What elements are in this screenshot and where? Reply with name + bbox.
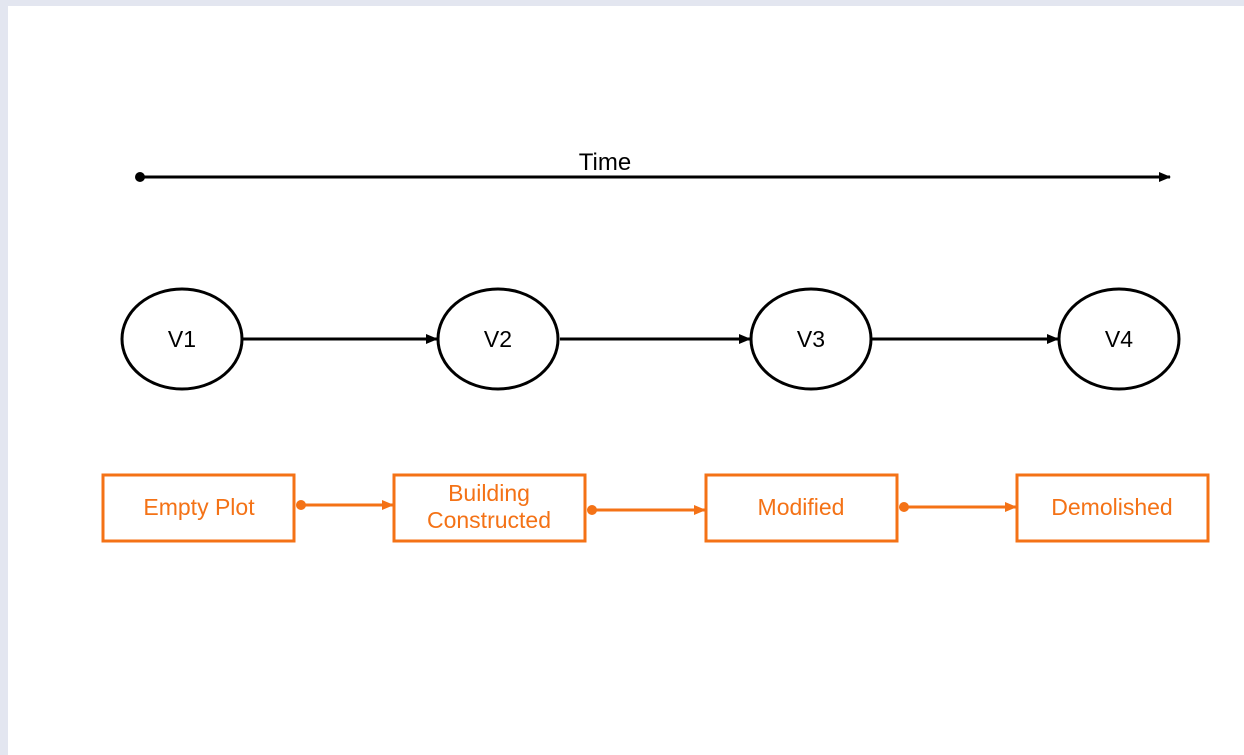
state-box-frame xyxy=(704,473,899,543)
state-box-frame xyxy=(392,473,587,543)
state-box-label: Empty Plot xyxy=(143,494,255,520)
version-node-ellipse xyxy=(120,287,244,391)
version-node-ellipse xyxy=(436,287,560,391)
version-node-v1: V1 xyxy=(120,287,244,391)
state-box-frame xyxy=(101,473,296,543)
version-node-ellipse xyxy=(1057,287,1181,391)
state-box-modified: Modified xyxy=(704,473,899,543)
version-node-v2: V2 xyxy=(436,287,560,391)
state-box-label: Demolished xyxy=(1051,494,1172,520)
state-box-building-constructed: Building Constructed xyxy=(392,473,587,543)
state-edge-3-4 xyxy=(899,502,1017,512)
version-node-label: V3 xyxy=(797,326,825,352)
version-row: V1 V2 V3 V4 xyxy=(120,287,1181,391)
version-node-label: V2 xyxy=(484,326,512,352)
version-node-ellipse xyxy=(749,287,873,391)
state-edge-1-2 xyxy=(296,500,394,510)
state-box-label-line-2: Constructed xyxy=(427,507,551,533)
state-box-label-line-1: Building xyxy=(448,480,530,506)
state-box-empty-plot: Empty Plot xyxy=(101,473,296,543)
version-node-label: V4 xyxy=(1105,326,1133,352)
version-node-v3: V3 xyxy=(749,287,873,391)
version-node-label: V1 xyxy=(168,326,196,352)
state-box-label: Modified xyxy=(758,494,845,520)
state-box-frame xyxy=(1015,473,1210,543)
time-axis-label: Time xyxy=(579,149,631,176)
state-edge-2-3 xyxy=(587,505,706,515)
state-row: Empty Plot Building Constructed Modified… xyxy=(101,473,1210,543)
version-node-v4: V4 xyxy=(1057,287,1181,391)
state-box-demolished: Demolished xyxy=(1015,473,1210,543)
time-axis: Time xyxy=(135,149,1171,182)
